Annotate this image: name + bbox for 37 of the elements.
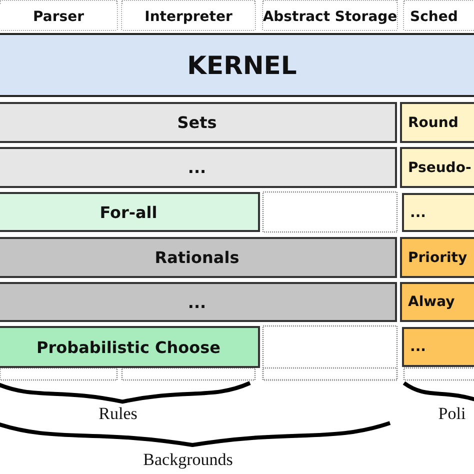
- kernel-band: [0, 33, 474, 97]
- row-box: [0, 326, 260, 368]
- row-box: [402, 327, 474, 367]
- node-label: Probabilistic Choose: [36, 338, 220, 356]
- node-label: Sets: [177, 113, 217, 132]
- node-label: Priority: [408, 250, 468, 266]
- node-label: Alway: [408, 294, 455, 310]
- node-label: ...: [188, 158, 206, 177]
- row-box: [400, 147, 474, 188]
- row-box: [402, 193, 474, 232]
- node-label: Parser: [33, 9, 84, 25]
- column-header: [0, 4, 117, 30]
- node-label: ...: [410, 204, 426, 220]
- node-label: For-all: [100, 202, 158, 222]
- node-label: Sched: [410, 9, 458, 25]
- group-label: Poli: [438, 404, 466, 424]
- column-header: [122, 4, 255, 30]
- node-label: Pseudo-: [408, 160, 472, 176]
- row-box: [400, 102, 474, 143]
- row-box: [0, 282, 397, 322]
- column-header: [263, 4, 397, 30]
- node-label: Abstract Storage: [262, 9, 398, 25]
- node-label: ...: [188, 292, 206, 312]
- group-label: Rules: [98, 404, 138, 424]
- row-box: [0, 237, 397, 278]
- node-label: Interpreter: [144, 9, 232, 25]
- node-label: Round: [408, 114, 458, 130]
- node-label: ...: [410, 339, 426, 355]
- node-label: Rationals: [154, 248, 240, 267]
- row-box: [400, 237, 474, 278]
- node-label: KERNEL: [187, 50, 297, 80]
- row-box: [0, 102, 397, 143]
- row-box: [0, 192, 260, 232]
- row-box: [400, 282, 474, 322]
- row-box: [0, 147, 397, 188]
- column-header: [404, 4, 474, 30]
- group-label: Backgrounds: [143, 450, 233, 470]
